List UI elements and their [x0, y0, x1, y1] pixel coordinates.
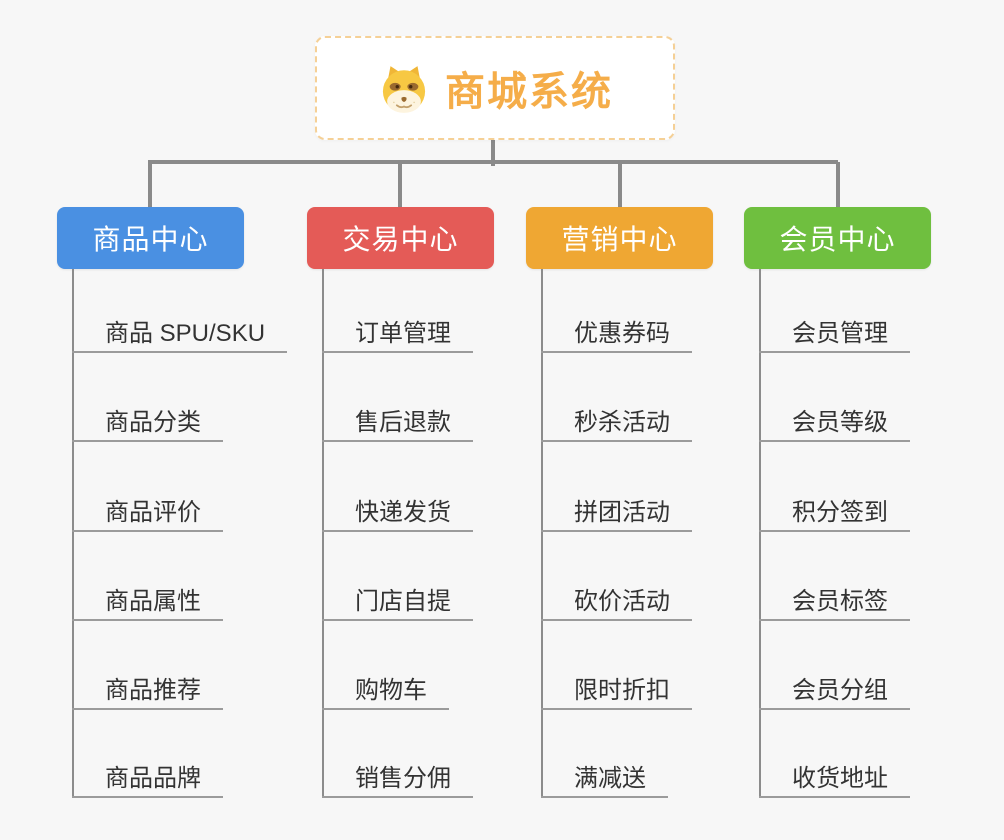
connector-children-line — [541, 269, 543, 798]
leaf-node[interactable]: 商品分类 — [72, 406, 223, 442]
branch-column-marketing: 营销中心 优惠券码 秒杀活动 拼团活动 砍价活动 限时折扣 满减送 — [526, 207, 713, 798]
branch-column-trade: 交易中心 订单管理 售后退款 快递发货 门店自提 购物车 销售分佣 — [307, 207, 494, 798]
leaf-node[interactable]: 商品评价 — [72, 496, 223, 532]
branch-node-trade-center[interactable]: 交易中心 — [307, 207, 494, 269]
branch-column-product: 商品中心 商品 SPU/SKU 商品分类 商品评价 商品属性 商品推荐 商品品牌 — [57, 207, 288, 798]
leaf-node[interactable]: 拼团活动 — [541, 496, 692, 532]
branch-column-member: 会员中心 会员管理 会员等级 积分签到 会员标签 会员分组 收货地址 — [744, 207, 931, 798]
connector-children-line — [759, 269, 761, 798]
connector-root-stub — [491, 140, 495, 166]
leaf-node[interactable]: 优惠券码 — [541, 317, 692, 353]
leaf-node[interactable]: 限时折扣 — [541, 674, 692, 710]
leaf-node[interactable]: 商品品牌 — [72, 762, 223, 798]
branch-node-product-center[interactable]: 商品中心 — [57, 207, 244, 269]
leaf-node[interactable]: 购物车 — [322, 674, 449, 710]
connector-horizontal-line — [148, 160, 838, 164]
branch-node-label: 营销中心 — [561, 224, 678, 255]
doge-face-icon — [377, 61, 431, 115]
root-node-label: 商城系统 — [445, 70, 613, 114]
branch-node-member-center[interactable]: 会员中心 — [744, 207, 931, 269]
connector-drop-line — [398, 162, 402, 207]
leaf-node[interactable]: 收货地址 — [759, 762, 910, 798]
connector-children-line — [322, 269, 324, 798]
leaf-node[interactable]: 门店自提 — [322, 585, 473, 621]
connector-children-line — [72, 269, 74, 798]
connector-drop-line — [618, 162, 622, 207]
connector-drop-line — [148, 162, 152, 207]
leaf-node[interactable]: 会员标签 — [759, 585, 910, 621]
root-node-mall-system[interactable]: 商城系统 — [315, 36, 675, 140]
leaf-node[interactable]: 砍价活动 — [541, 585, 692, 621]
branch-node-label: 会员中心 — [779, 224, 896, 255]
leaf-node[interactable]: 订单管理 — [322, 317, 473, 353]
branch-node-label: 商品中心 — [92, 224, 209, 255]
leaf-node[interactable]: 积分签到 — [759, 496, 910, 532]
leaf-node[interactable]: 商品 SPU/SKU — [72, 317, 288, 353]
leaf-node[interactable]: 会员等级 — [759, 406, 910, 442]
leaf-node[interactable]: 售后退款 — [322, 406, 473, 442]
leaf-node[interactable]: 商品推荐 — [72, 674, 223, 710]
leaf-node[interactable]: 会员分组 — [759, 674, 910, 710]
leaf-node[interactable]: 秒杀活动 — [541, 406, 692, 442]
branch-node-marketing-center[interactable]: 营销中心 — [526, 207, 713, 269]
connector-drop-line — [836, 162, 840, 207]
leaf-node[interactable]: 满减送 — [541, 762, 668, 798]
leaf-node[interactable]: 商品属性 — [72, 585, 223, 621]
leaf-node[interactable]: 会员管理 — [759, 317, 910, 353]
leaf-node[interactable]: 快递发货 — [322, 496, 473, 532]
branch-node-label: 交易中心 — [342, 224, 459, 255]
leaf-node[interactable]: 销售分佣 — [322, 762, 473, 798]
